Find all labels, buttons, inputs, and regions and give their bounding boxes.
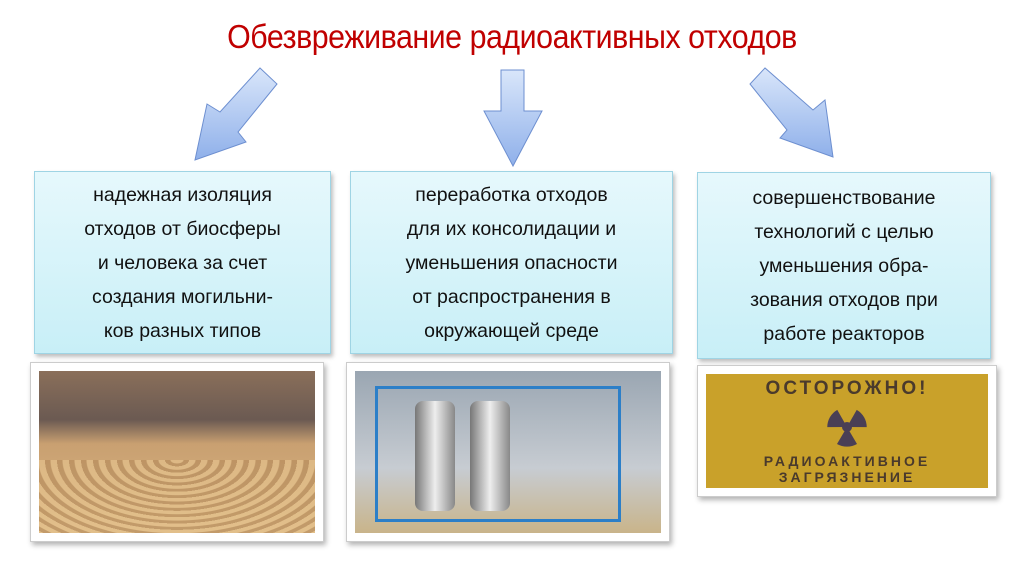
arrow-down-right-icon <box>749 67 834 158</box>
arrow-down-icon <box>483 69 543 168</box>
photo-warning-sign: ОСТОРОЖНО! РАДИОАКТИВНОЕ ЗАГРЯЗНЕНИЕ <box>697 365 997 497</box>
photo-storage-facility <box>30 362 324 542</box>
method-box-isolation: надежная изоляция отходов от биосферы и … <box>34 171 331 354</box>
slide-title: Обезвреживание радиоактивных отходов <box>227 18 797 55</box>
radiation-icon <box>827 409 867 447</box>
photo-processing-plant <box>346 362 670 542</box>
box-text: совершенствование технологий с целью уме… <box>750 186 938 345</box>
sign-caution-text: ОСТОРОЖНО! <box>765 378 929 399</box>
box-text: надежная изоляция отходов от биосферы и … <box>84 183 281 342</box>
sign-radioactive-text: РАДИОАКТИВНОЕ <box>763 453 931 469</box>
method-box-technology: совершенствование технологий с целью уме… <box>697 172 991 359</box>
box-text: переработка отходов для их консолидации … <box>405 183 618 342</box>
arrow-down-left-icon <box>194 67 278 161</box>
method-box-processing: переработка отходов для их консолидации … <box>350 171 673 354</box>
sign-contamination-text: ЗАГРЯЗНЕНИЕ <box>778 469 916 485</box>
